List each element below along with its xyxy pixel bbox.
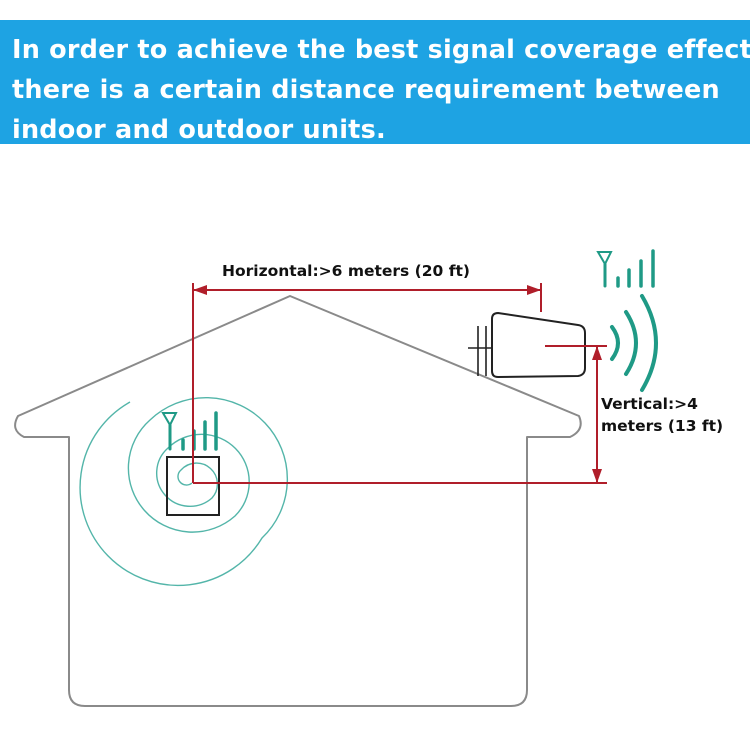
outdoor-antenna-icon <box>596 251 613 288</box>
outdoor-signal-waves-icon <box>610 294 658 392</box>
vertical-measure <box>193 345 607 484</box>
banner-line-1: In order to achieve the best signal cove… <box>12 35 750 65</box>
indoor-antenna-icon <box>161 412 178 451</box>
house-outline <box>14 295 582 707</box>
indoor-coverage-spiral <box>79 397 289 587</box>
banner-line-3: indoor and outdoor units. <box>12 115 386 145</box>
outdoor-signal-bars-icon <box>616 249 655 288</box>
banner-line-2: there is a certain distance requirement … <box>12 75 720 105</box>
vertical-distance-label-line1: Vertical:>4 <box>601 395 698 413</box>
vertical-distance-label-line2: meters (13 ft) <box>601 417 723 435</box>
horizontal-measure <box>192 283 542 483</box>
indoor-signal-bars-icon <box>181 411 218 451</box>
header-banner: In order to achieve the best signal cove… <box>0 20 750 145</box>
outdoor-unit <box>491 311 586 379</box>
horizontal-distance-label: Horizontal:>6 meters (20 ft) <box>222 262 470 280</box>
